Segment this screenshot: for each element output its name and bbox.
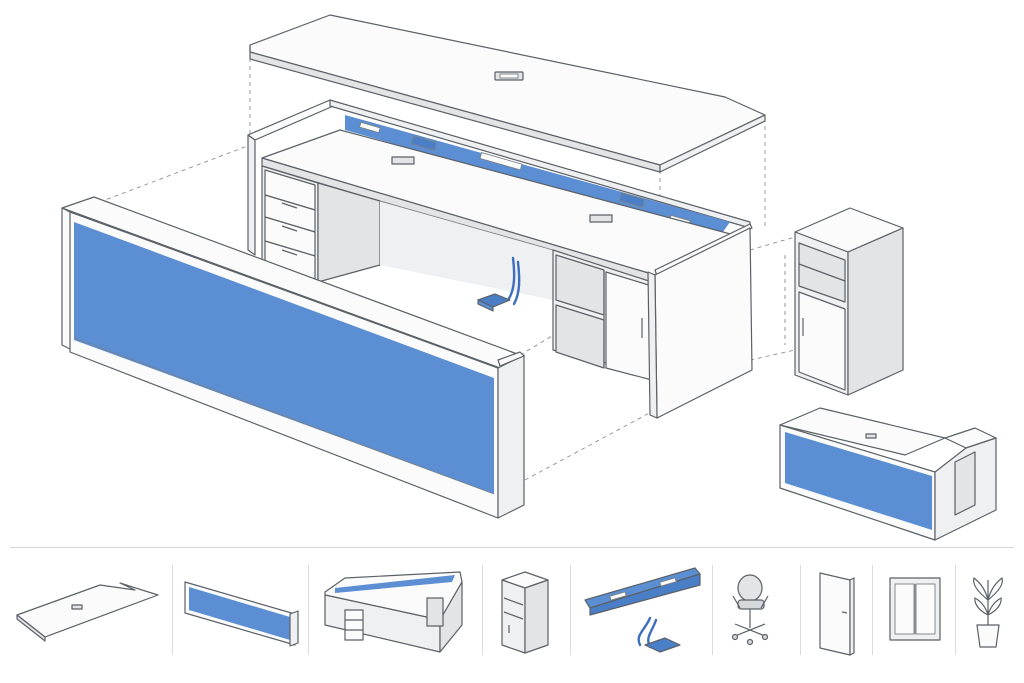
reception-desk-base bbox=[247, 99, 753, 419]
chair-icon bbox=[731, 574, 769, 646]
desk-base-icon bbox=[324, 571, 463, 653]
tray-separator bbox=[872, 565, 873, 655]
modesty-panel bbox=[61, 196, 525, 519]
tray-separator bbox=[172, 565, 173, 655]
blue-panel-icon bbox=[184, 581, 299, 647]
section-divider bbox=[10, 547, 1014, 548]
tray-separator bbox=[800, 565, 801, 655]
countertop-exploded bbox=[249, 14, 766, 173]
door-icon bbox=[819, 572, 855, 656]
assembled-desk-preview bbox=[779, 407, 997, 541]
tray-separator bbox=[955, 565, 956, 655]
plant-icon bbox=[973, 577, 1003, 648]
tray-separator bbox=[482, 565, 483, 655]
window-icon bbox=[889, 577, 941, 641]
tray-separator bbox=[712, 565, 713, 655]
tray-separator bbox=[308, 565, 309, 655]
storage-cabinet bbox=[794, 207, 904, 396]
cable-tray-icon bbox=[584, 567, 701, 653]
countertop-icon bbox=[16, 582, 159, 642]
cabinet-icon bbox=[501, 571, 549, 654]
tray-separator bbox=[570, 565, 571, 655]
